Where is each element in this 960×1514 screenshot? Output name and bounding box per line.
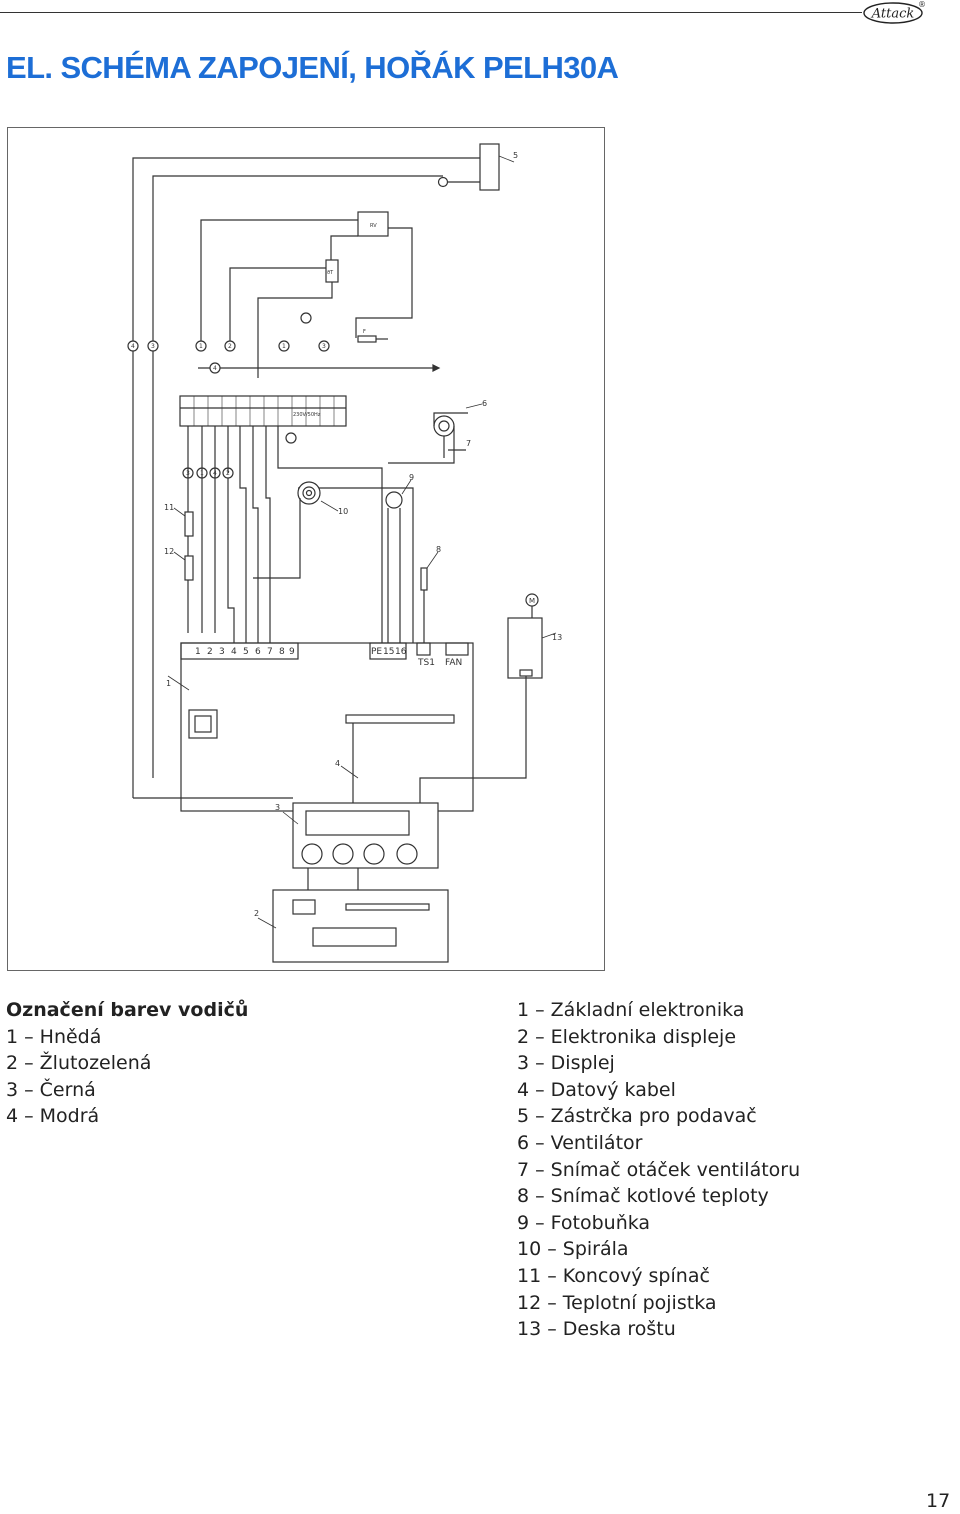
svg-text:3: 3 — [151, 343, 155, 350]
svg-text:8: 8 — [279, 647, 285, 657]
wiring-diagram: RV ϑT F 230V/50Hz — [7, 127, 605, 971]
svg-text:2: 2 — [226, 470, 230, 477]
legend-item: 9 – Fotobuňka — [517, 1211, 651, 1234]
legend-item: 5 – Zástrčka pro podavač — [517, 1105, 757, 1128]
svg-text:8: 8 — [436, 545, 441, 554]
svg-text:4: 4 — [131, 343, 135, 350]
legend-item: 13 – Deska roštu — [517, 1318, 676, 1341]
svg-text:3: 3 — [322, 343, 326, 350]
legend-item: 2 – Žlutozelená — [6, 1052, 152, 1075]
page-title: EL. SCHÉMA ZAPOJENÍ, HOŘÁK PELH30A — [6, 50, 619, 85]
svg-text:10: 10 — [338, 507, 348, 516]
svg-text:4: 4 — [213, 470, 217, 477]
svg-text:9: 9 — [289, 647, 295, 657]
wiring-diagram-svg: RV ϑT F 230V/50Hz — [127, 143, 562, 963]
registered-mark: ® — [918, 0, 926, 9]
svg-text:7: 7 — [267, 647, 273, 657]
svg-text:6: 6 — [482, 399, 487, 408]
svg-text:4: 4 — [335, 759, 340, 768]
svg-text:1: 1 — [199, 343, 203, 350]
page-number: 17 — [926, 1490, 951, 1512]
svg-text:16: 16 — [395, 647, 407, 657]
svg-text:Attack: Attack — [871, 7, 915, 22]
svg-text:3: 3 — [186, 470, 190, 477]
svg-text:12: 12 — [164, 547, 174, 556]
svg-text:3: 3 — [219, 647, 225, 657]
svg-text:1: 1 — [195, 647, 201, 657]
legend-item: 7 – Snímač otáček ventilátoru — [517, 1158, 801, 1181]
legend-item: 12 – Teplotní pojistka — [517, 1291, 717, 1314]
svg-text:15: 15 — [383, 647, 394, 657]
svg-text:5: 5 — [243, 647, 249, 657]
header-rule — [0, 12, 862, 13]
wire-color-legend-heading: Označení barev vodičů — [6, 999, 249, 1021]
parts-legend: 1 – Základní elektronika 2 – Elektronika… — [517, 997, 800, 1343]
svg-text:2: 2 — [254, 909, 259, 918]
legend-item: 6 – Ventilátor — [517, 1131, 643, 1154]
legend-item: 3 – Displej — [517, 1052, 615, 1075]
legend-item: 3 – Černá — [6, 1078, 96, 1101]
svg-text:11: 11 — [164, 503, 174, 512]
legend-item: 2 – Elektronika displeje — [517, 1025, 737, 1048]
svg-text:1: 1 — [200, 470, 204, 477]
svg-text:PE: PE — [371, 647, 382, 657]
svg-text:FAN: FAN — [445, 658, 462, 668]
svg-text:7: 7 — [466, 439, 471, 448]
attack-logo: Attack — [863, 2, 923, 24]
svg-text:1: 1 — [282, 343, 286, 350]
svg-text:2: 2 — [228, 343, 232, 350]
legend-item: 1 – Základní elektronika — [517, 999, 745, 1021]
svg-text:1: 1 — [166, 679, 171, 688]
svg-text:13: 13 — [552, 633, 562, 642]
legend-item: 10 – Spirála — [517, 1238, 629, 1261]
svg-text:4: 4 — [213, 365, 217, 372]
legend-item: 8 – Snímač kotlové teploty — [517, 1185, 769, 1208]
svg-text:3: 3 — [275, 803, 280, 812]
wire-color-legend: Označení barev vodičů 1 – Hnědá 2 – Žlut… — [6, 997, 248, 1130]
svg-text:RV: RV — [370, 223, 377, 229]
legend-item: 4 – Datový kabel — [517, 1078, 676, 1101]
svg-text:TS1: TS1 — [417, 658, 435, 668]
svg-text:F: F — [363, 329, 366, 335]
svg-text:2: 2 — [207, 647, 213, 657]
svg-text:9: 9 — [409, 473, 414, 482]
legend-item: 4 – Modrá — [6, 1105, 100, 1128]
svg-text:ϑT: ϑT — [327, 270, 334, 276]
svg-text:230V/50Hz: 230V/50Hz — [293, 412, 321, 418]
svg-text:5: 5 — [513, 151, 518, 160]
legend-item: 11 – Koncový spínač — [517, 1264, 710, 1287]
svg-text:M: M — [529, 597, 535, 605]
svg-text:4: 4 — [231, 647, 237, 657]
svg-text:6: 6 — [255, 647, 261, 657]
legend-item: 1 – Hnědá — [6, 1025, 102, 1048]
